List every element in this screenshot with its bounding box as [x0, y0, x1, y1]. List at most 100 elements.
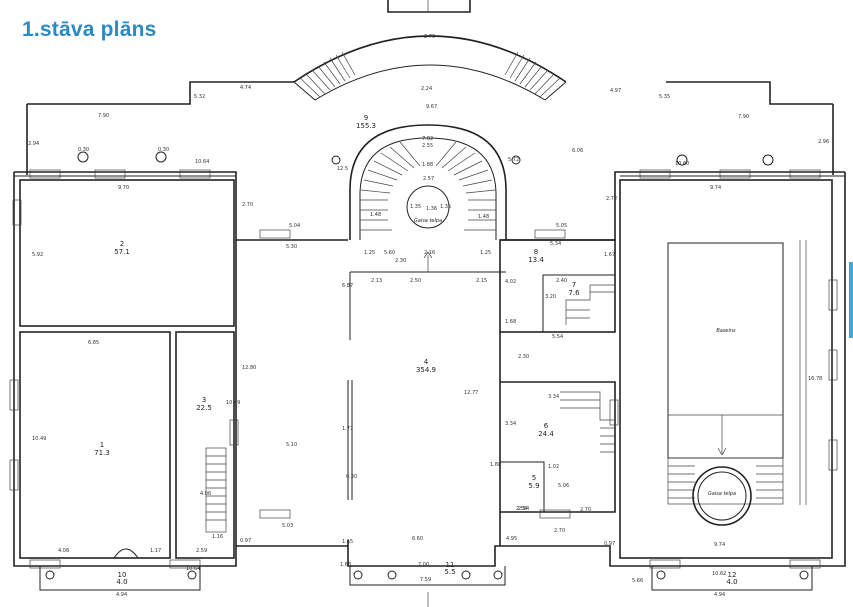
dimension: 2.54: [518, 506, 529, 512]
dimension: 4.74: [240, 85, 251, 91]
room-area: 5.5: [444, 568, 455, 576]
dimension: 12.80: [242, 365, 256, 371]
terrace-stairs-left: [293, 51, 356, 101]
dimension: 1.88: [422, 162, 433, 168]
dimension: 10.49: [32, 436, 46, 442]
feature-labels: Gaisa telpa Gaisa telpa Baseins: [414, 218, 736, 497]
dimension: 1.35: [440, 204, 451, 210]
room-number: 6: [544, 422, 549, 430]
dimension: 5.72: [508, 157, 519, 163]
bottom-porches: [39, 566, 813, 607]
room-area: 354.9: [416, 366, 436, 374]
dimension: 7.90: [738, 114, 749, 120]
dimension: 2.15: [476, 278, 487, 284]
dimension: 5.03: [282, 523, 293, 529]
dimension: 2.70: [580, 507, 591, 513]
room-number: 1: [100, 441, 104, 449]
dimension: 5.06: [558, 483, 569, 489]
dimension: 3.20: [545, 294, 556, 300]
windows: [9, 169, 838, 569]
room-area: 57.1: [114, 248, 130, 256]
dimension: 6.06: [572, 148, 583, 154]
dimension: 2.70: [242, 202, 253, 208]
dimension: 9.74: [710, 185, 721, 191]
room-area: 7.6: [568, 289, 580, 297]
dimension: 4.94: [116, 592, 127, 598]
room-area: 22.5: [196, 404, 212, 412]
dimension: 10.60: [675, 161, 689, 167]
dimension: 1.88: [490, 462, 501, 468]
dimension: 3.34: [548, 394, 559, 400]
dimension: 5.32: [194, 94, 205, 100]
dimension: 10.64: [186, 566, 200, 572]
dimension: 5.10: [286, 442, 297, 448]
dimension: 2.24: [421, 86, 432, 92]
dimension: 1.25: [364, 250, 375, 256]
dimension: 7.59: [420, 577, 431, 583]
dimension: 6.85: [88, 340, 99, 346]
dimension: 9.74: [714, 542, 725, 548]
dimension: 1.68: [505, 319, 516, 325]
dimension: 9.70: [118, 185, 129, 191]
dimension: 1.35: [410, 204, 421, 210]
room-number: 7: [572, 281, 576, 289]
pool-label: Baseins: [716, 328, 736, 334]
dimension: 16.78: [808, 376, 822, 382]
dimension: 10.49: [226, 400, 240, 406]
dimension: 1.77: [342, 426, 353, 432]
entrance-terrace: [293, 0, 567, 101]
dimension: 4.02: [505, 279, 516, 285]
dimension: 0.97: [604, 541, 615, 547]
room-number: 9: [364, 114, 368, 122]
dimension: 1.02: [548, 464, 559, 470]
dimension: 0.30: [346, 474, 357, 480]
room-number: 11: [446, 561, 455, 569]
dimension: 6.60: [412, 536, 423, 542]
dimension: 5.60: [384, 250, 395, 256]
room-area: 4.0: [726, 578, 737, 586]
air-space-label: Gaisa telpa: [708, 491, 736, 497]
room-number: 5: [532, 474, 536, 482]
dimension: 5.05: [556, 223, 567, 229]
dimension: 2.54: [516, 506, 527, 512]
dimension: 1.25: [480, 250, 491, 256]
central-hall: [347, 380, 353, 546]
room-number: 2: [120, 240, 124, 248]
dimension: 0.97: [240, 538, 251, 544]
page-title: 1.stāva plāns: [22, 18, 157, 41]
dimension: 2.13: [371, 278, 382, 284]
dimension: 1.17: [150, 548, 161, 554]
scrollbar[interactable]: [849, 262, 853, 338]
dimension: 4.06: [200, 491, 211, 497]
room-area: 71.3: [94, 449, 110, 457]
dimension: 5.54: [552, 334, 563, 340]
dimension: 2.57: [423, 176, 434, 182]
dimension: 1.67: [604, 252, 615, 258]
dimension: 2.59: [196, 548, 207, 554]
dimension: 7.02: [422, 136, 433, 142]
dimension: 2.16: [424, 250, 435, 256]
dimension: 1.16: [212, 534, 223, 540]
dimension: 1.36: [426, 206, 437, 212]
dimension: 1.68: [340, 562, 351, 568]
room-number: 10: [118, 571, 127, 579]
room-number: 12: [728, 571, 737, 579]
dimension: 2.72: [606, 196, 617, 202]
room-area: 155.3: [356, 122, 376, 130]
dimension: 2.40: [556, 278, 567, 284]
dimension: 2.94: [28, 141, 39, 147]
dimension: 2.30: [395, 258, 406, 264]
columns: [45, 151, 809, 580]
dimension: 10.64: [195, 159, 209, 165]
air-space-label: Gaisa telpa: [414, 218, 442, 224]
dimension: 0.30: [158, 147, 169, 153]
dimension: 4.08: [58, 548, 69, 554]
dimension: 2.30: [518, 354, 529, 360]
dimension: 1.48: [370, 212, 381, 218]
dimension: 1.48: [478, 214, 489, 220]
dimension: 4.97: [610, 88, 621, 94]
dimension: 9.67: [426, 104, 437, 110]
dimension: 5.30: [286, 244, 297, 250]
room-area: 4.0: [116, 578, 127, 586]
